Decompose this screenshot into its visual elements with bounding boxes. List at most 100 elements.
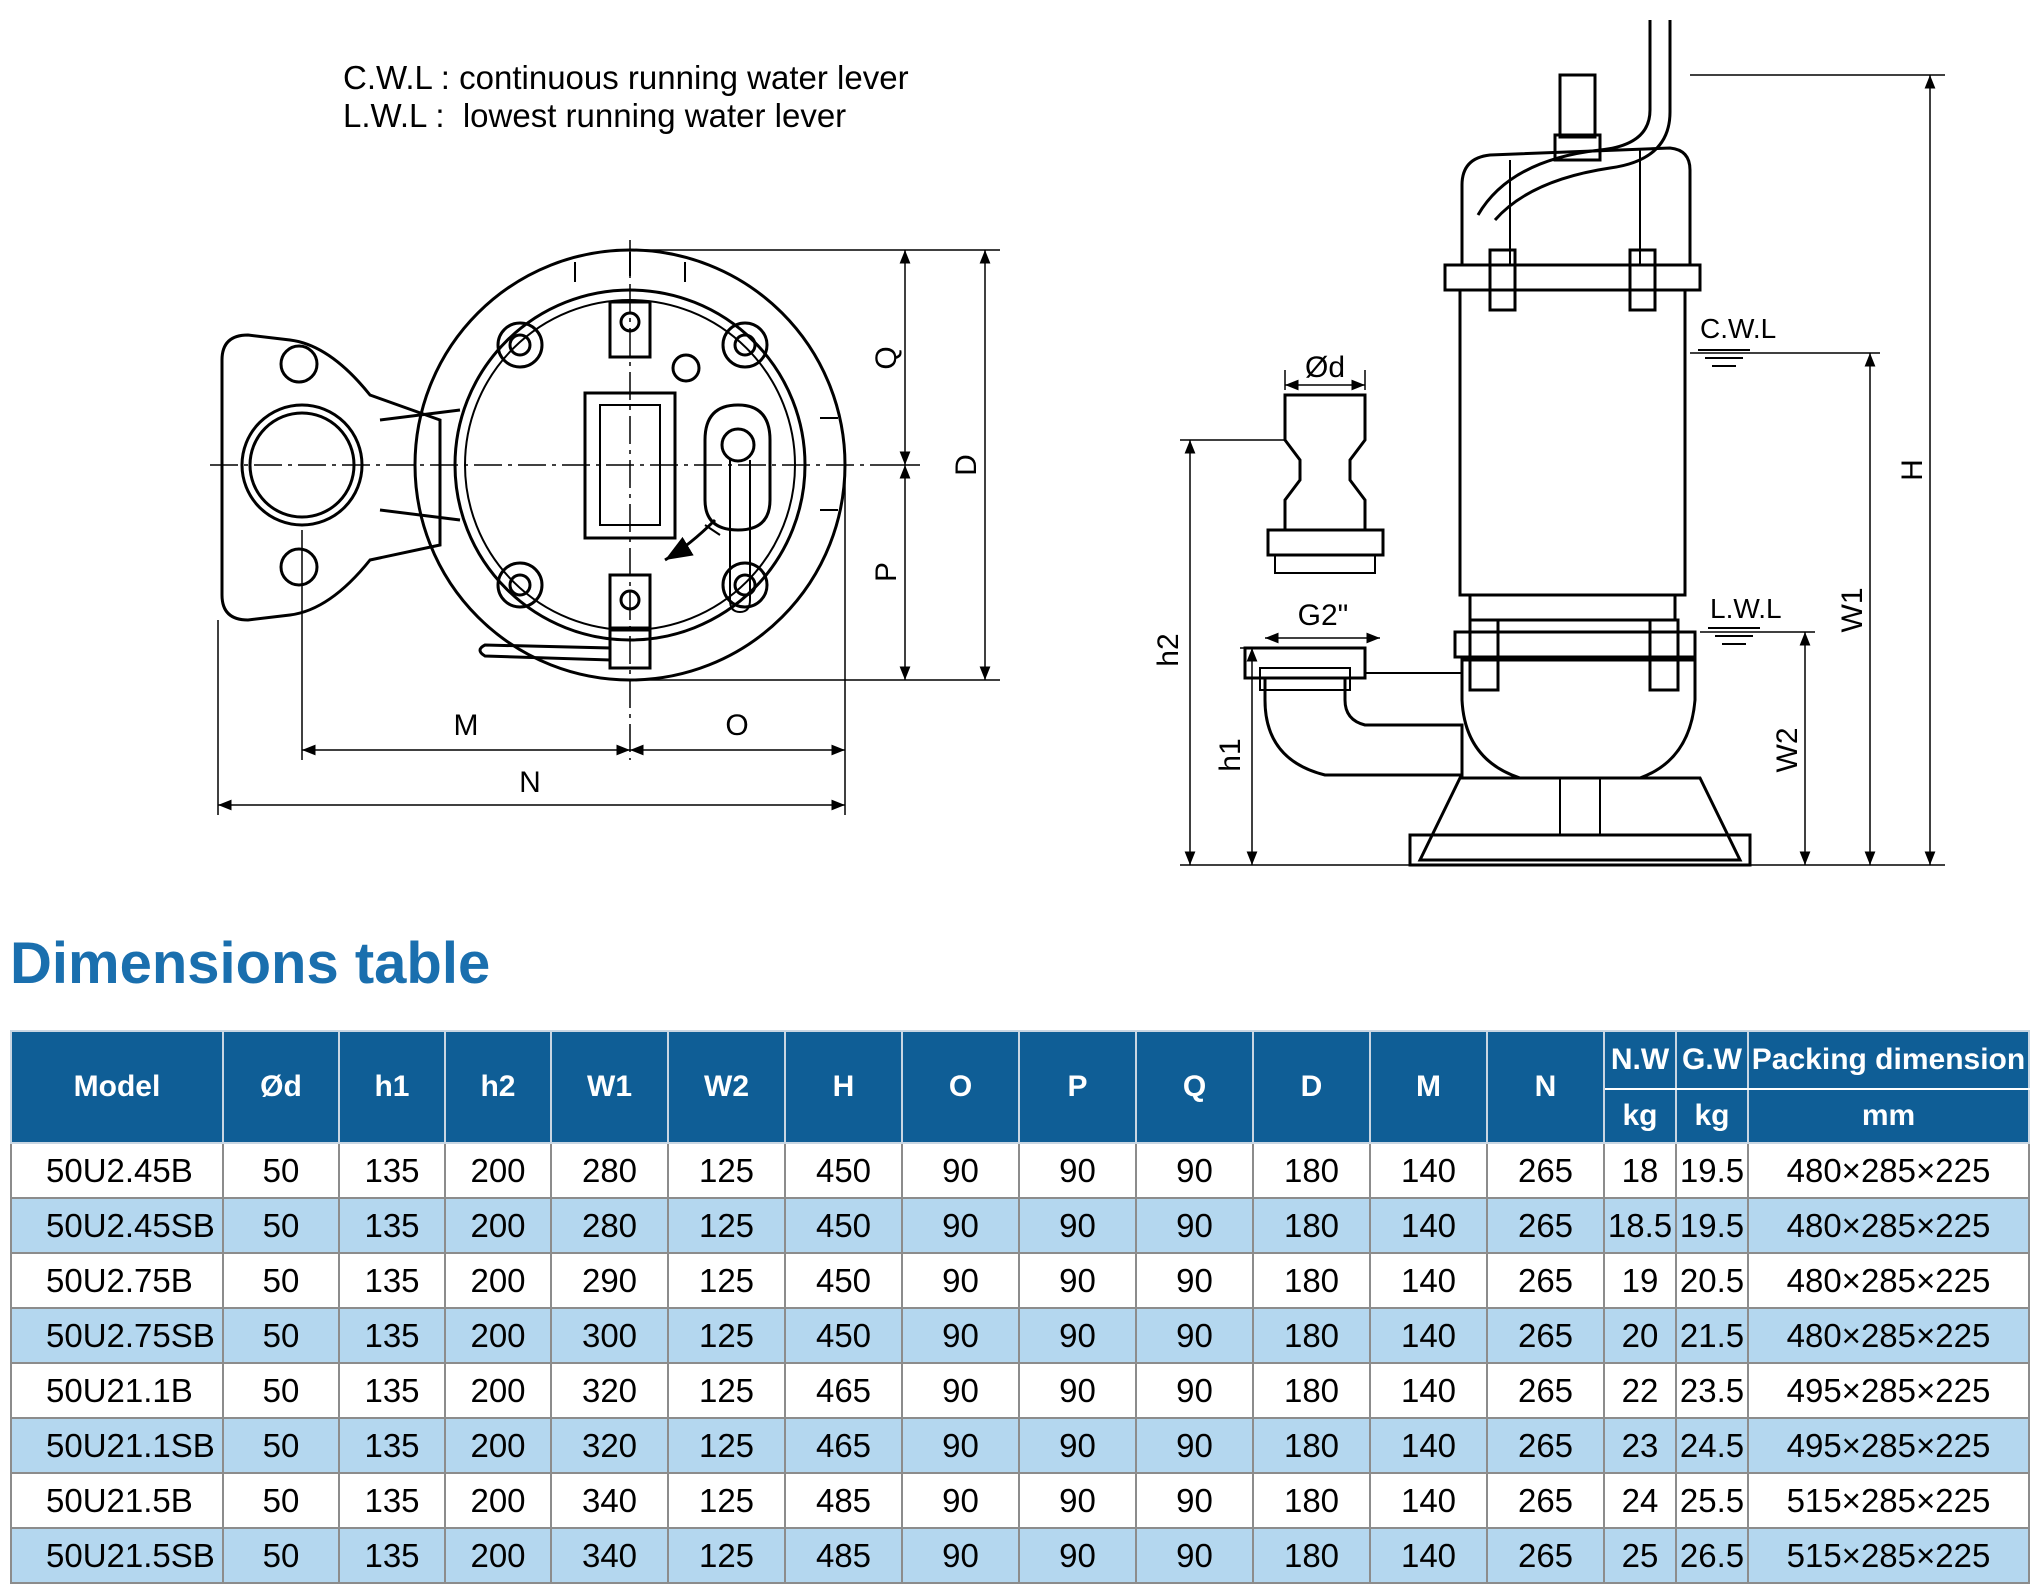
cell-p: 90 bbox=[1018, 1472, 1137, 1529]
cell-p: 90 bbox=[1018, 1362, 1137, 1419]
cell-w1: 280 bbox=[550, 1142, 669, 1199]
cell-packing: 515×285×225 bbox=[1747, 1527, 2030, 1584]
cell-w1: 340 bbox=[550, 1472, 669, 1529]
header-gw: G.W bbox=[1675, 1030, 1749, 1090]
cell-m: 140 bbox=[1369, 1472, 1488, 1529]
cell-o: 90 bbox=[901, 1472, 1020, 1529]
cell-h2: 200 bbox=[444, 1417, 552, 1474]
cell-h2: 200 bbox=[444, 1252, 552, 1309]
cell-h: 465 bbox=[784, 1417, 903, 1474]
cell-o: 90 bbox=[901, 1142, 1020, 1199]
cell-h2: 200 bbox=[444, 1527, 552, 1584]
hose-barb bbox=[1283, 393, 1367, 530]
cell-h: 450 bbox=[784, 1252, 903, 1309]
cell-q: 90 bbox=[1135, 1417, 1254, 1474]
cell-h: 450 bbox=[784, 1307, 903, 1364]
cell-p: 90 bbox=[1018, 1527, 1137, 1584]
power-cable-inner bbox=[1493, 20, 1672, 221]
cell-model: 50U21.5B bbox=[10, 1472, 224, 1529]
dim-label-h2: h2 bbox=[1152, 633, 1185, 666]
cell-w1: 320 bbox=[550, 1417, 669, 1474]
cell-h1: 135 bbox=[338, 1197, 446, 1254]
cell-h: 450 bbox=[784, 1197, 903, 1254]
cell-model: 50U21.1B bbox=[10, 1362, 224, 1419]
side-view-labels: Ød G2" h2 h1 C.W.L L.W.L H W1 W2 bbox=[1152, 313, 1929, 773]
cell-model: 50U2.75B bbox=[10, 1252, 224, 1309]
header-nw-unit: kg bbox=[1603, 1088, 1677, 1144]
cell-p: 90 bbox=[1018, 1307, 1137, 1364]
cover-bolt bbox=[721, 561, 769, 609]
flange-bolt-hole bbox=[279, 344, 319, 384]
cell-model: 50U2.45B bbox=[10, 1142, 224, 1199]
cell-o: 90 bbox=[901, 1527, 1020, 1584]
cell-o: 90 bbox=[901, 1307, 1020, 1364]
cable-gland bbox=[703, 403, 772, 532]
cell-d: 180 bbox=[1252, 1142, 1371, 1199]
motor-top-cover bbox=[1460, 146, 1692, 267]
cell-n: 265 bbox=[1486, 1252, 1605, 1309]
side-view-dimensions bbox=[1180, 74, 1945, 866]
flange-bolt-hole bbox=[279, 547, 319, 587]
discharge-elbow bbox=[1263, 678, 1464, 777]
cover-bolt-head bbox=[508, 573, 532, 597]
rotation-arrow-tick bbox=[704, 524, 721, 536]
cell-h2: 200 bbox=[444, 1472, 552, 1529]
cell-h1: 135 bbox=[338, 1362, 446, 1419]
rotation-arrow bbox=[664, 518, 717, 562]
outlet-flange-lip bbox=[1259, 667, 1351, 691]
dim-label-phi-d: Ød bbox=[1305, 351, 1345, 384]
cell-w2: 125 bbox=[667, 1417, 786, 1474]
cell-h2: 200 bbox=[444, 1362, 552, 1419]
cell-d: 180 bbox=[1252, 1472, 1371, 1529]
cell-d: 180 bbox=[1252, 1362, 1371, 1419]
cell-phi-d: 50 bbox=[222, 1472, 340, 1529]
cover-bolt-head bbox=[733, 333, 757, 357]
cell-nw: 20 bbox=[1603, 1307, 1677, 1364]
cell-w1: 340 bbox=[550, 1527, 669, 1584]
motor-bottom-ring bbox=[1468, 593, 1677, 622]
header-d: D bbox=[1252, 1030, 1371, 1144]
cover-bolt bbox=[721, 321, 769, 369]
cell-packing: 480×285×225 bbox=[1747, 1252, 2030, 1309]
cell-packing: 495×285×225 bbox=[1747, 1417, 2030, 1474]
cell-w1: 320 bbox=[550, 1362, 669, 1419]
cell-w1: 280 bbox=[550, 1197, 669, 1254]
pump-base bbox=[1417, 776, 1743, 862]
cell-m: 140 bbox=[1369, 1417, 1488, 1474]
cell-p: 90 bbox=[1018, 1197, 1137, 1254]
dim-label-h1: h1 bbox=[1214, 738, 1247, 771]
motor-flange bbox=[1443, 263, 1702, 292]
cell-model: 50U21.1SB bbox=[10, 1417, 224, 1474]
cell-h: 485 bbox=[784, 1527, 903, 1584]
cell-model: 50U2.45SB bbox=[10, 1197, 224, 1254]
casing-bolt bbox=[1648, 618, 1680, 692]
cell-n: 265 bbox=[1486, 1417, 1605, 1474]
cell-model: 50U2.75SB bbox=[10, 1307, 224, 1364]
cell-nw: 19 bbox=[1603, 1252, 1677, 1309]
header-m: M bbox=[1369, 1030, 1488, 1144]
cell-phi-d: 50 bbox=[222, 1197, 340, 1254]
motor-housing bbox=[1458, 288, 1687, 597]
header-h1: h1 bbox=[338, 1030, 446, 1144]
cell-n: 265 bbox=[1486, 1307, 1605, 1364]
cell-packing: 480×285×225 bbox=[1747, 1307, 2030, 1364]
flange-bolt bbox=[1628, 248, 1657, 312]
label-cwl: C.W.L bbox=[1700, 313, 1776, 344]
cell-w2: 125 bbox=[667, 1472, 786, 1529]
top-view-centerlines bbox=[210, 240, 880, 760]
cell-nw: 24 bbox=[1603, 1472, 1677, 1529]
dim-label-o: O bbox=[725, 709, 748, 742]
cell-nw: 18.5 bbox=[1603, 1197, 1677, 1254]
cell-d: 180 bbox=[1252, 1307, 1371, 1364]
cable-entry bbox=[720, 427, 756, 463]
cell-h: 485 bbox=[784, 1472, 903, 1529]
cell-m: 140 bbox=[1369, 1307, 1488, 1364]
header-h: H bbox=[784, 1030, 903, 1144]
casing-bolt bbox=[1468, 618, 1500, 692]
cell-gw: 24.5 bbox=[1675, 1417, 1749, 1474]
label-lwl: L.W.L bbox=[1710, 593, 1782, 624]
